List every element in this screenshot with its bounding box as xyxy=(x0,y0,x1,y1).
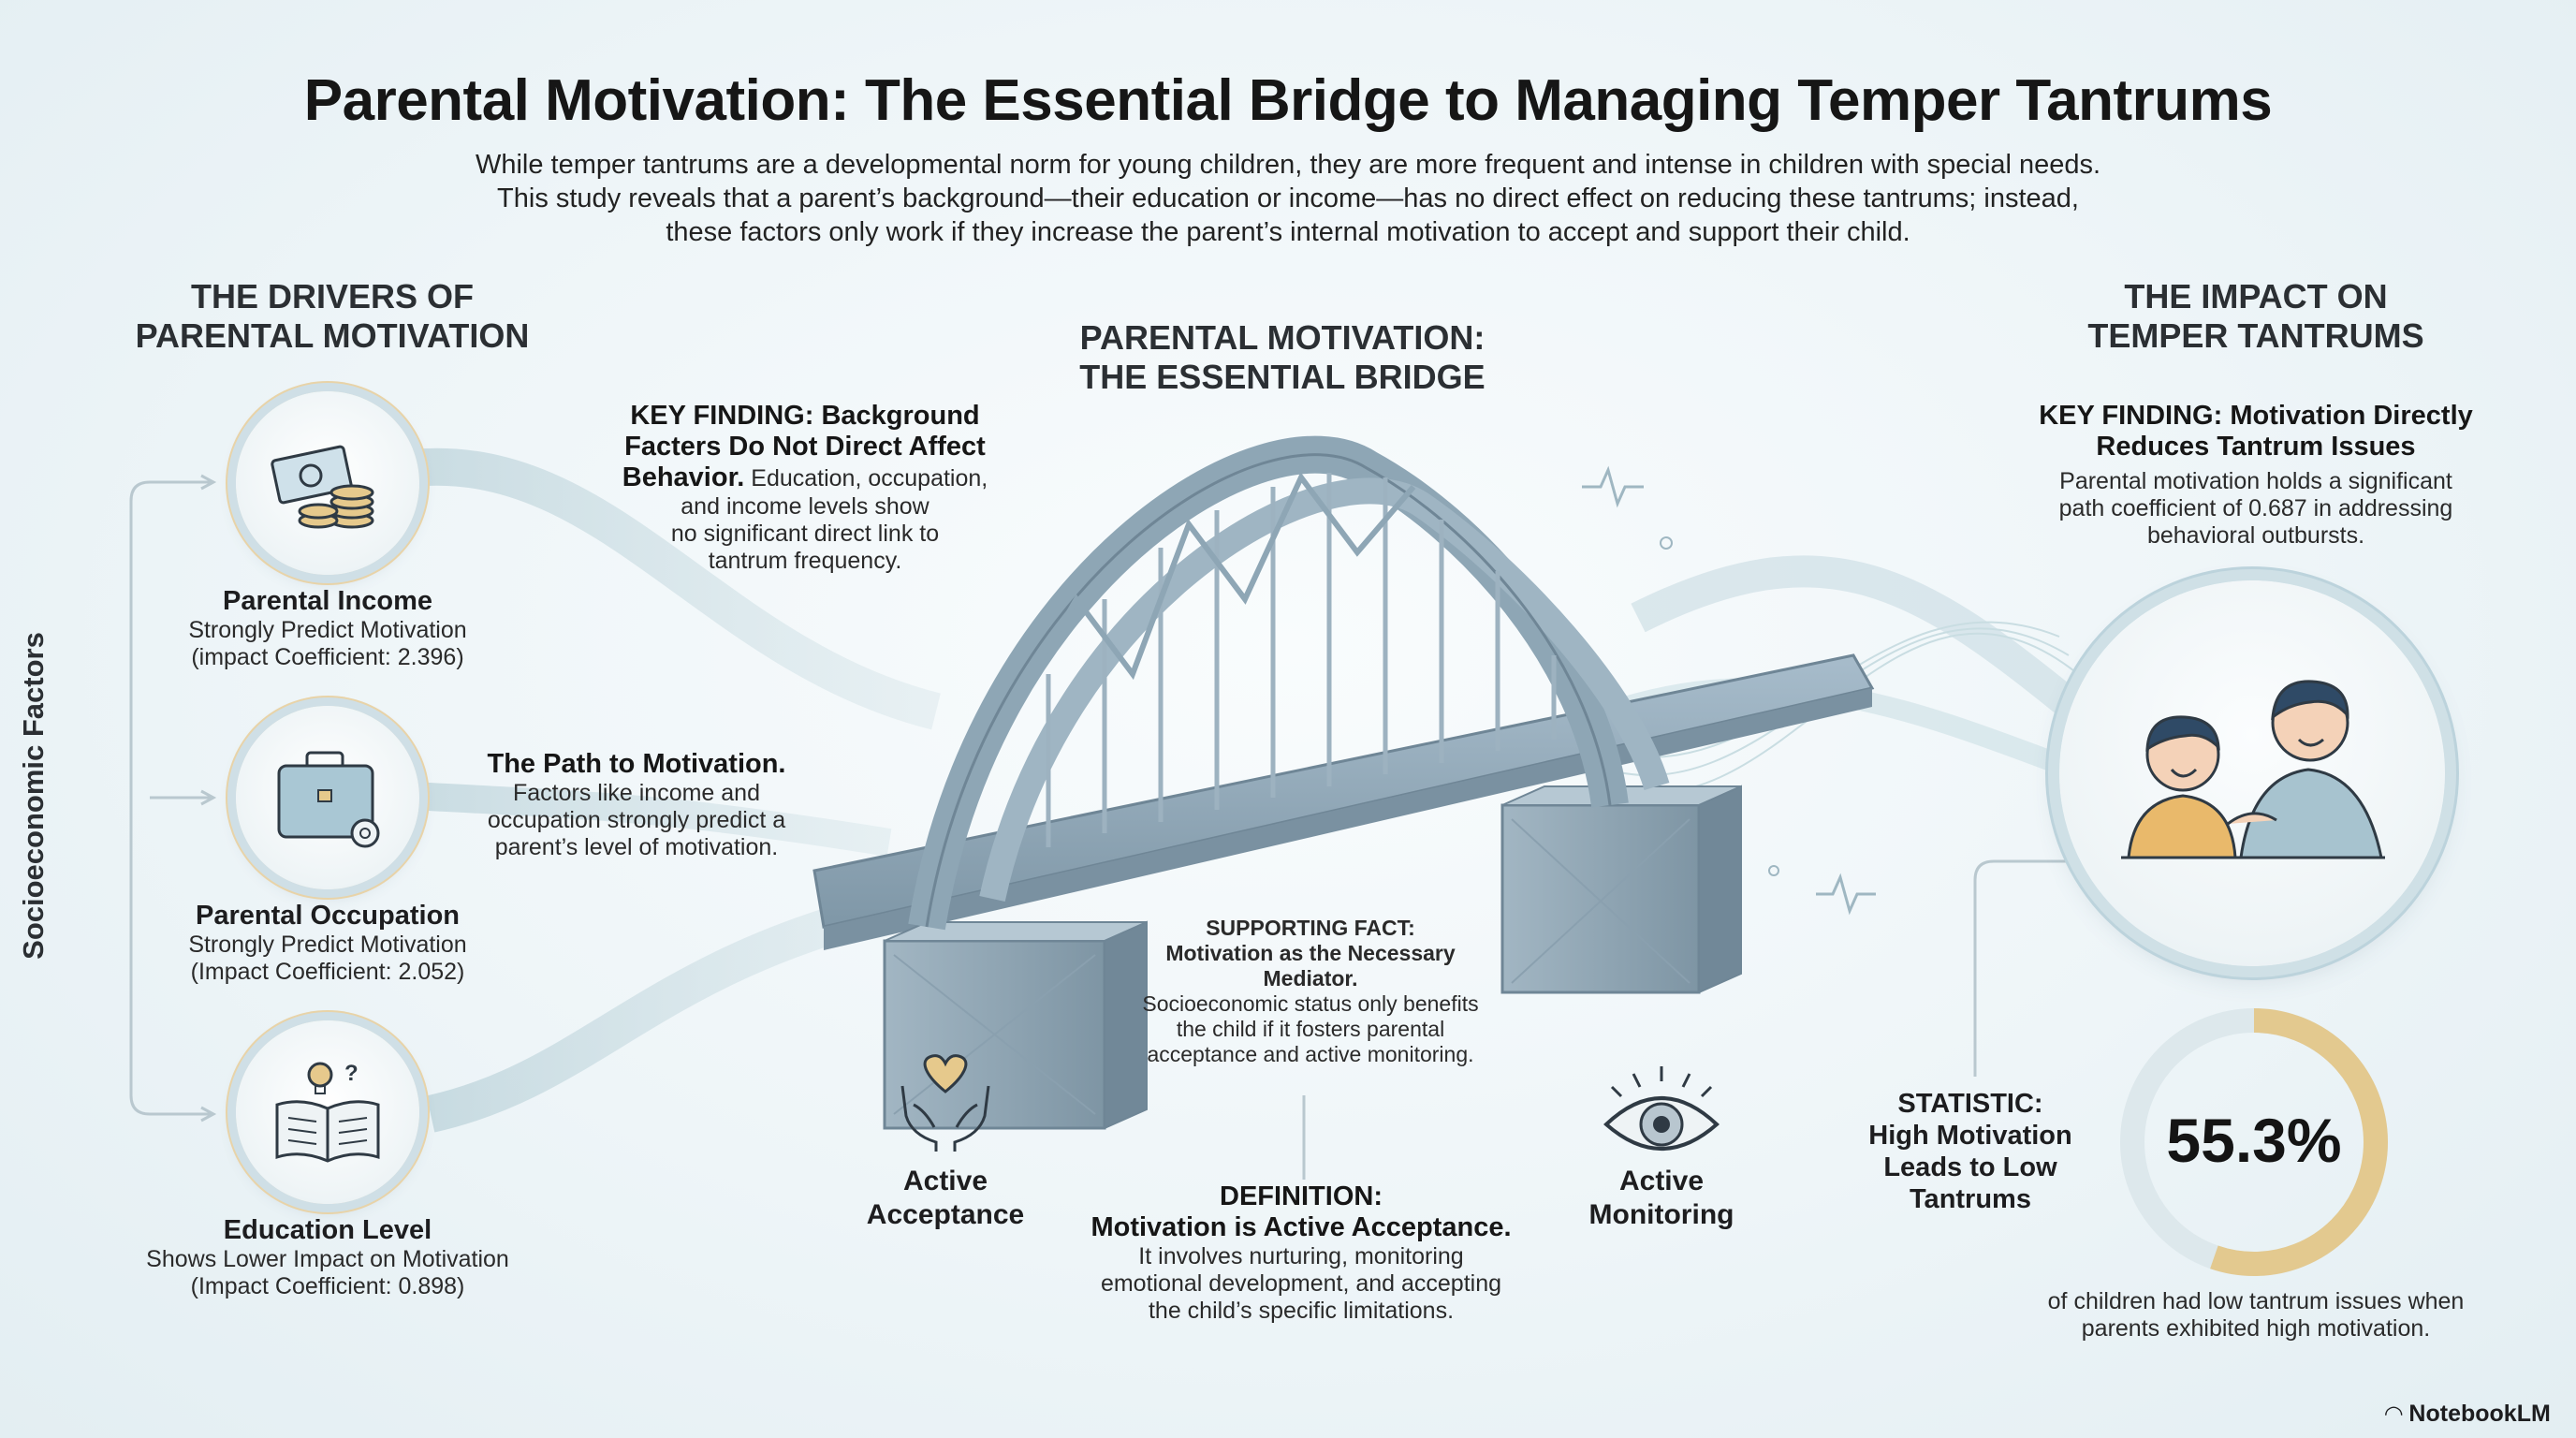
occupation-circle xyxy=(236,706,419,889)
education-circle: ? xyxy=(236,1020,419,1204)
supporting-fact: SUPPORTING FACT: Motivation as the Neces… xyxy=(1142,916,1479,1066)
notebooklm-icon: ◠ xyxy=(2385,1401,2403,1427)
path-to-motivation: The Path to Motivation. Factors like inc… xyxy=(487,749,786,860)
statistic-donut xyxy=(2120,1008,2388,1276)
notebooklm-logo: ◠ NotebookLM xyxy=(2385,1401,2551,1427)
book-lightbulb-icon: ? xyxy=(275,1061,380,1163)
svg-text:?: ? xyxy=(344,1061,359,1086)
intro-line-1: While temper tantrums are a developmenta… xyxy=(475,150,2101,180)
bridge-heading: PARENTAL MOTIVATION: THE ESSENTIAL BRIDG… xyxy=(1079,318,1486,396)
intro-line-3: these factors only work if they increase… xyxy=(666,217,1910,247)
eye-icon xyxy=(1603,1066,1720,1151)
money-coins-icon xyxy=(271,445,374,529)
page-title: Parental Motivation: The Essential Bridg… xyxy=(303,68,2273,133)
statistic-caption: of children had low tantrum issues when … xyxy=(2047,1288,2465,1342)
intro-line-2: This study reveals that a parent’s backg… xyxy=(497,183,2079,213)
intro-text: While temper tantrums are a developmenta… xyxy=(352,148,2224,249)
statistic-value: 55.3% xyxy=(2166,1106,2342,1175)
parent-child-icon xyxy=(2121,680,2385,859)
heart-hands-icon xyxy=(900,1054,990,1152)
active-monitoring-label: Active Monitoring xyxy=(1588,1166,1734,1230)
briefcase-gear-icon xyxy=(277,751,380,848)
driver-income: Parental Income Strongly Predict Motivat… xyxy=(188,586,467,670)
statistic-label: STATISTIC: High Motivation Leads to Low … xyxy=(1868,1089,2072,1214)
driver-occupation: Parental Occupation Strongly Predict Mot… xyxy=(188,901,467,985)
definition-block: DEFINITION: Motivation is Active Accepta… xyxy=(1090,1181,1512,1324)
impact-heading: THE IMPACT ON TEMPER TANTRUMS xyxy=(2087,277,2424,355)
socioeconomic-factors-label: Socioeconomic Factors xyxy=(17,632,50,960)
key-finding-background: KEY FINDING: Background Facters Do Not D… xyxy=(622,401,988,574)
income-circle xyxy=(236,391,419,575)
key-finding-motivation: KEY FINDING: Motivation Directly Reduces… xyxy=(2039,401,2473,549)
parent-child-circle xyxy=(2059,580,2445,966)
active-acceptance-label: Active Acceptance xyxy=(866,1166,1025,1230)
donut-arc xyxy=(2120,1008,2388,1276)
drivers-heading: THE DRIVERS OF PARENTAL MOTIVATION xyxy=(135,277,530,355)
driver-education: Education Level Shows Lower Impact on Mo… xyxy=(146,1215,509,1299)
